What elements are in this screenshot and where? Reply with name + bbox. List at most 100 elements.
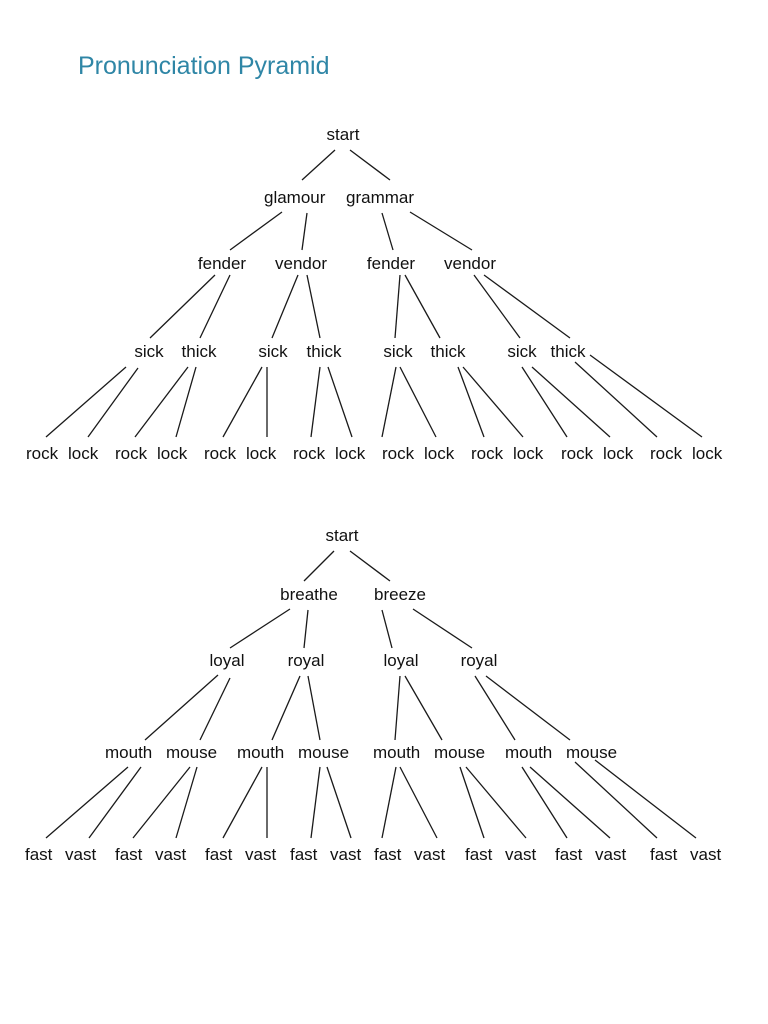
tree-2-edge (222, 766, 263, 839)
tree-2: start breathe breeze loyal royal loyal r… (25, 526, 721, 864)
tree-2-leaf-word: vast (245, 845, 276, 864)
tree-2-level3-word: mouth (373, 743, 420, 762)
tree-1: start glamour grammar fender vendor fend… (26, 125, 723, 463)
tree-2-leaf-word: vast (65, 845, 96, 864)
tree-1-leaf-word: rock (561, 444, 594, 463)
tree-2-edge (529, 766, 611, 839)
tree-1-edge (404, 274, 441, 339)
tree-1-leaf-word: lock (513, 444, 544, 463)
tree-1-leaf-word: rock (650, 444, 683, 463)
tree-1-level2-word: vendor (275, 254, 327, 273)
tree-1-edge (462, 366, 524, 438)
tree-2-leaf-word: fast (205, 845, 233, 864)
tree-2-edge (412, 608, 473, 649)
tree-1-edge (301, 149, 336, 181)
tree-2-edge (485, 675, 571, 741)
tree-2-edge (381, 766, 397, 839)
tree-2-edge (303, 550, 335, 582)
tree-1-leaf-word: lock (424, 444, 455, 463)
tree-2-leaf-word: vast (690, 845, 721, 864)
tree-2-leaf-word: vast (155, 845, 186, 864)
tree-1-leaf-word: rock (204, 444, 237, 463)
tree-1-edge (457, 366, 485, 438)
tree-1-edge (381, 212, 394, 251)
tree-1-edge (381, 366, 397, 438)
tree-2-edge (381, 609, 393, 649)
tree-2-edge (132, 766, 191, 839)
tree-1-edge (349, 149, 391, 181)
tree-1-edge (394, 274, 401, 339)
tree-2-level1-word: breeze (374, 585, 426, 604)
tree-2-edge (271, 675, 301, 741)
tree-1-edge (574, 361, 658, 438)
tree-2-root: start (325, 526, 358, 545)
tree-1-level2-word: vendor (444, 254, 496, 273)
tree-1-level2-word: fender (367, 254, 416, 273)
tree-1-edge (134, 366, 189, 438)
tree-1-edge (175, 366, 197, 438)
tree-2-edge (465, 766, 527, 839)
tree-2-edge (45, 766, 129, 839)
tree-2-leaf-word: fast (555, 845, 583, 864)
tree-2-edge (310, 766, 321, 839)
tree-2-level2-word: loyal (384, 651, 419, 670)
tree-2-edge (399, 766, 438, 839)
tree-1-leaf-word: rock (115, 444, 148, 463)
tree-2-level3-word: mouth (105, 743, 152, 762)
tree-1-leaf-word: lock (246, 444, 277, 463)
tree-2-edge (349, 550, 391, 582)
tree-2-edge (303, 609, 309, 649)
tree-1-edge (149, 274, 216, 339)
tree-2-edge (574, 761, 658, 839)
tree-1-leaf-word: lock (68, 444, 99, 463)
tree-1-level3-word: thick (551, 342, 586, 361)
tree-1-leaf-word: rock (26, 444, 59, 463)
tree-1-level3-word: thick (307, 342, 342, 361)
tree-2-edge (326, 766, 352, 839)
tree-1-level3-word: thick (182, 342, 217, 361)
tree-1-leaf-word: rock (293, 444, 326, 463)
tree-2-edge (394, 675, 401, 741)
tree-2-leaf-word: fast (25, 845, 53, 864)
tree-1-edge (199, 274, 231, 339)
tree-1-leaf-word: lock (692, 444, 723, 463)
tree-1-leaf-word: lock (603, 444, 634, 463)
tree-2-edge (404, 675, 443, 741)
tree-1-level3-word: sick (507, 342, 537, 361)
tree-1-leaf-word: rock (471, 444, 504, 463)
tree-2-edge (175, 766, 198, 839)
tree-1-level3-word: thick (431, 342, 466, 361)
tree-2-edge (88, 766, 142, 839)
tree-1-level3-word: sick (258, 342, 288, 361)
tree-2-edge (594, 759, 697, 839)
tree-1-edge (87, 367, 139, 438)
tree-2-leaf-word: fast (465, 845, 493, 864)
tree-1-level1-word: glamour (264, 188, 326, 207)
tree-2-level3-word: mouse (434, 743, 485, 762)
tree-1-edge (229, 211, 283, 251)
tree-2-edge (474, 675, 516, 741)
tree-2-leaf-word: vast (595, 845, 626, 864)
tree-2-level1-word: breathe (280, 585, 338, 604)
tree-1-edge (589, 354, 703, 438)
tree-1-edge (310, 366, 321, 438)
tree-1-leaf-word: lock (335, 444, 366, 463)
tree-2-edge (521, 766, 568, 839)
tree-2-level3-word: mouse (298, 743, 349, 762)
tree-2-leaf-word: fast (290, 845, 318, 864)
tree-2-leaf-word: vast (414, 845, 445, 864)
tree-1-edge (301, 212, 308, 251)
tree-1-level2-word: fender (198, 254, 247, 273)
tree-2-edge (199, 677, 231, 741)
tree-1-edge (45, 366, 127, 438)
tree-2-edge (307, 675, 321, 741)
tree-2-edge (229, 608, 291, 649)
tree-1-edge (327, 366, 353, 438)
tree-2-level2-word: royal (461, 651, 498, 670)
tree-2-leaf-word: fast (650, 845, 678, 864)
tree-1-root: start (326, 125, 359, 144)
tree-2-leaf-word: vast (330, 845, 361, 864)
tree-1-edge (483, 274, 571, 339)
tree-2-level3-word: mouth (505, 743, 552, 762)
